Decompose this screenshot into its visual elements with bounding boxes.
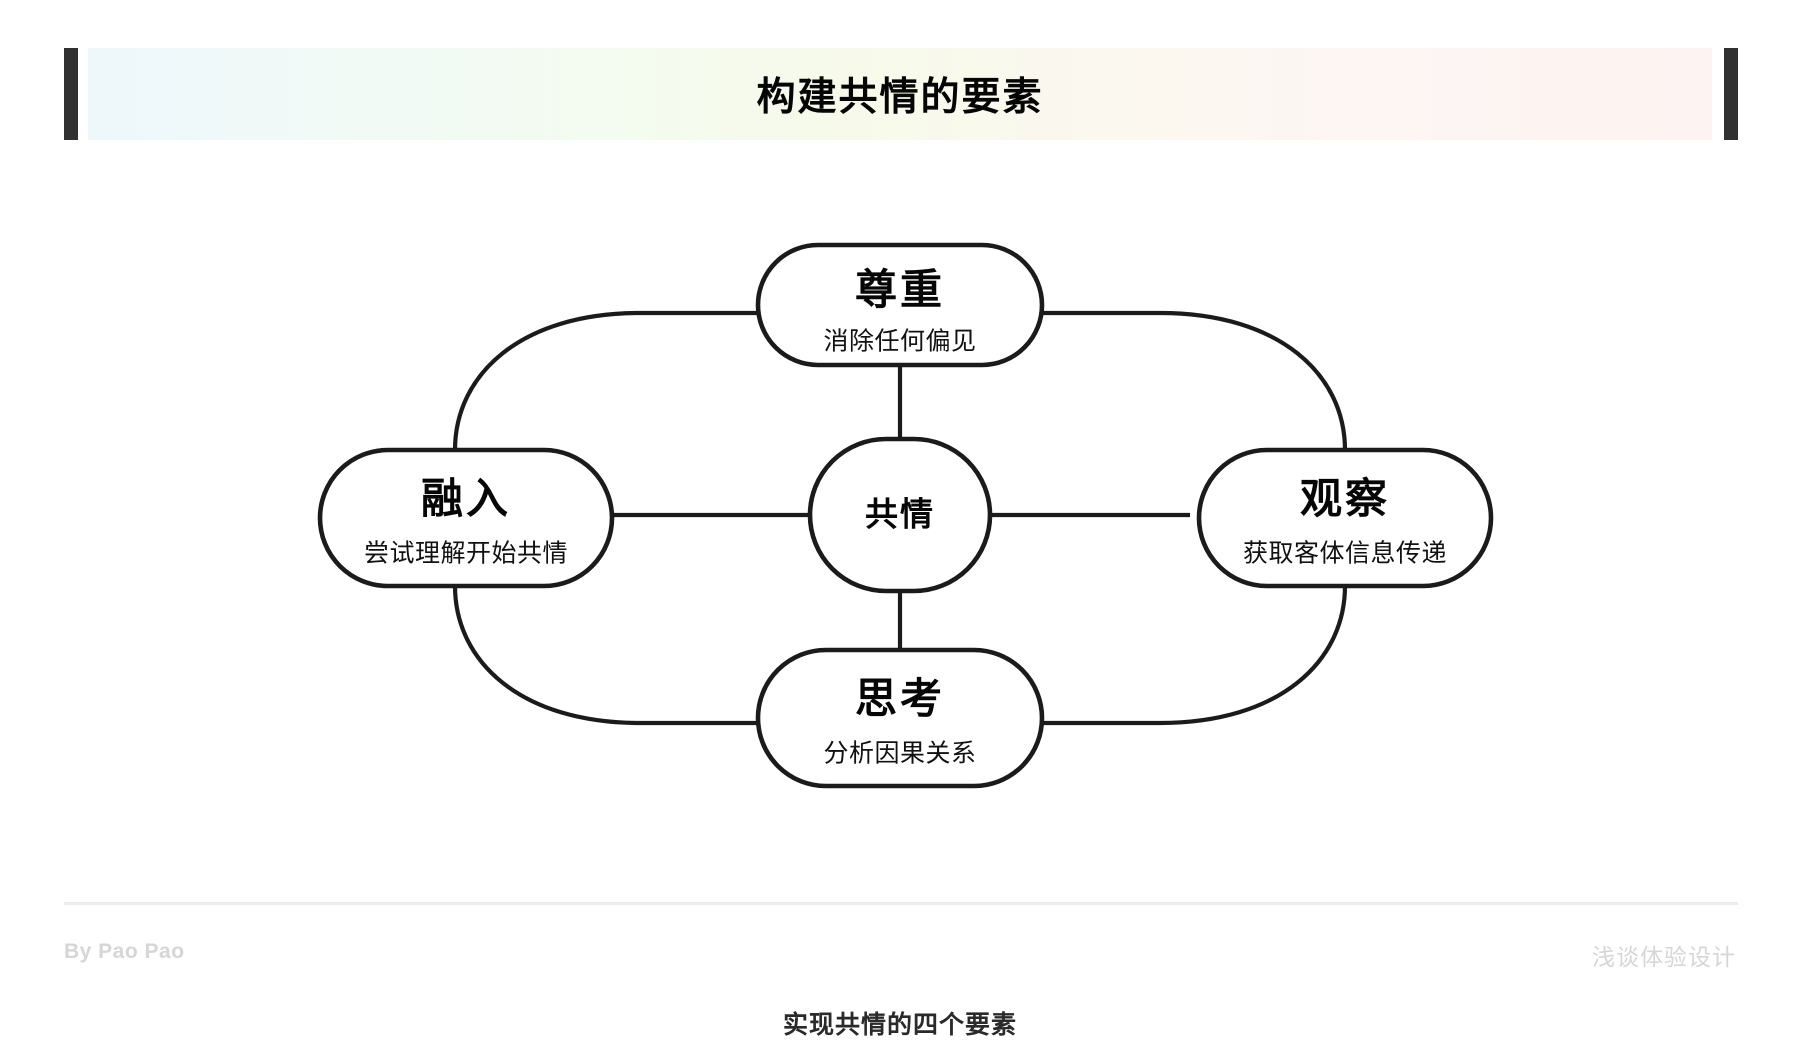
- node-top[interactable]: 尊重 消除任何偏见: [755, 242, 1045, 368]
- node-bottom-subtitle: 分析因果关系: [823, 740, 976, 768]
- node-left-subtitle: 尝试理解开始共情: [364, 540, 568, 568]
- page-title: 构建共情的要素: [756, 76, 1044, 119]
- header-accent-bar-right: [1724, 48, 1738, 140]
- node-right-subtitle: 获取客体信息传递: [1243, 540, 1447, 568]
- page-footer: By Pao Pao 浅谈体验设计: [0, 902, 1800, 1012]
- footer-divider: [64, 902, 1738, 905]
- header-accent-bar-left: [64, 48, 78, 140]
- node-top-subtitle: 消除任何偏见: [823, 328, 976, 356]
- footer-series-label: 浅谈体验设计: [1592, 944, 1736, 970]
- node-bottom-shape: [755, 647, 1045, 789]
- node-hub-shape: [807, 436, 993, 594]
- node-right[interactable]: 观察 获取客体信息传递: [1196, 447, 1494, 589]
- footer-author: By Pao Pao: [64, 940, 185, 963]
- edge-top-to-right: [1042, 310, 1348, 451]
- page-header: 构建共情的要素: [0, 0, 1800, 150]
- empathy-diagram: 尊重 消除任何偏见 融入 尝试理解开始共情 观察 获取客体信息传递 思考 分析因…: [0, 150, 1800, 1039]
- node-left-shape: [317, 447, 615, 589]
- edge-left-to-bottom: [452, 585, 758, 726]
- edge-right-to-bottom: [1042, 585, 1348, 726]
- header-gradient-band: [88, 48, 1712, 140]
- node-bottom-title: 思考: [855, 675, 945, 722]
- node-hub-title: 共情: [865, 496, 935, 533]
- node-left[interactable]: 融入 尝试理解开始共情: [317, 447, 615, 589]
- node-top-shape: [755, 242, 1045, 368]
- node-left-title: 融入: [421, 475, 511, 522]
- diagram-canvas: 尊重 消除任何偏见 融入 尝试理解开始共情 观察 获取客体信息传递 思考 分析因…: [317, 242, 1494, 789]
- node-hub-empathy[interactable]: 共情: [807, 436, 993, 594]
- node-top-title: 尊重: [855, 266, 945, 313]
- edge-top-to-left: [452, 310, 758, 451]
- node-right-title: 观察: [1300, 475, 1390, 522]
- node-bottom[interactable]: 思考 分析因果关系: [755, 647, 1045, 789]
- node-right-shape: [1196, 447, 1494, 589]
